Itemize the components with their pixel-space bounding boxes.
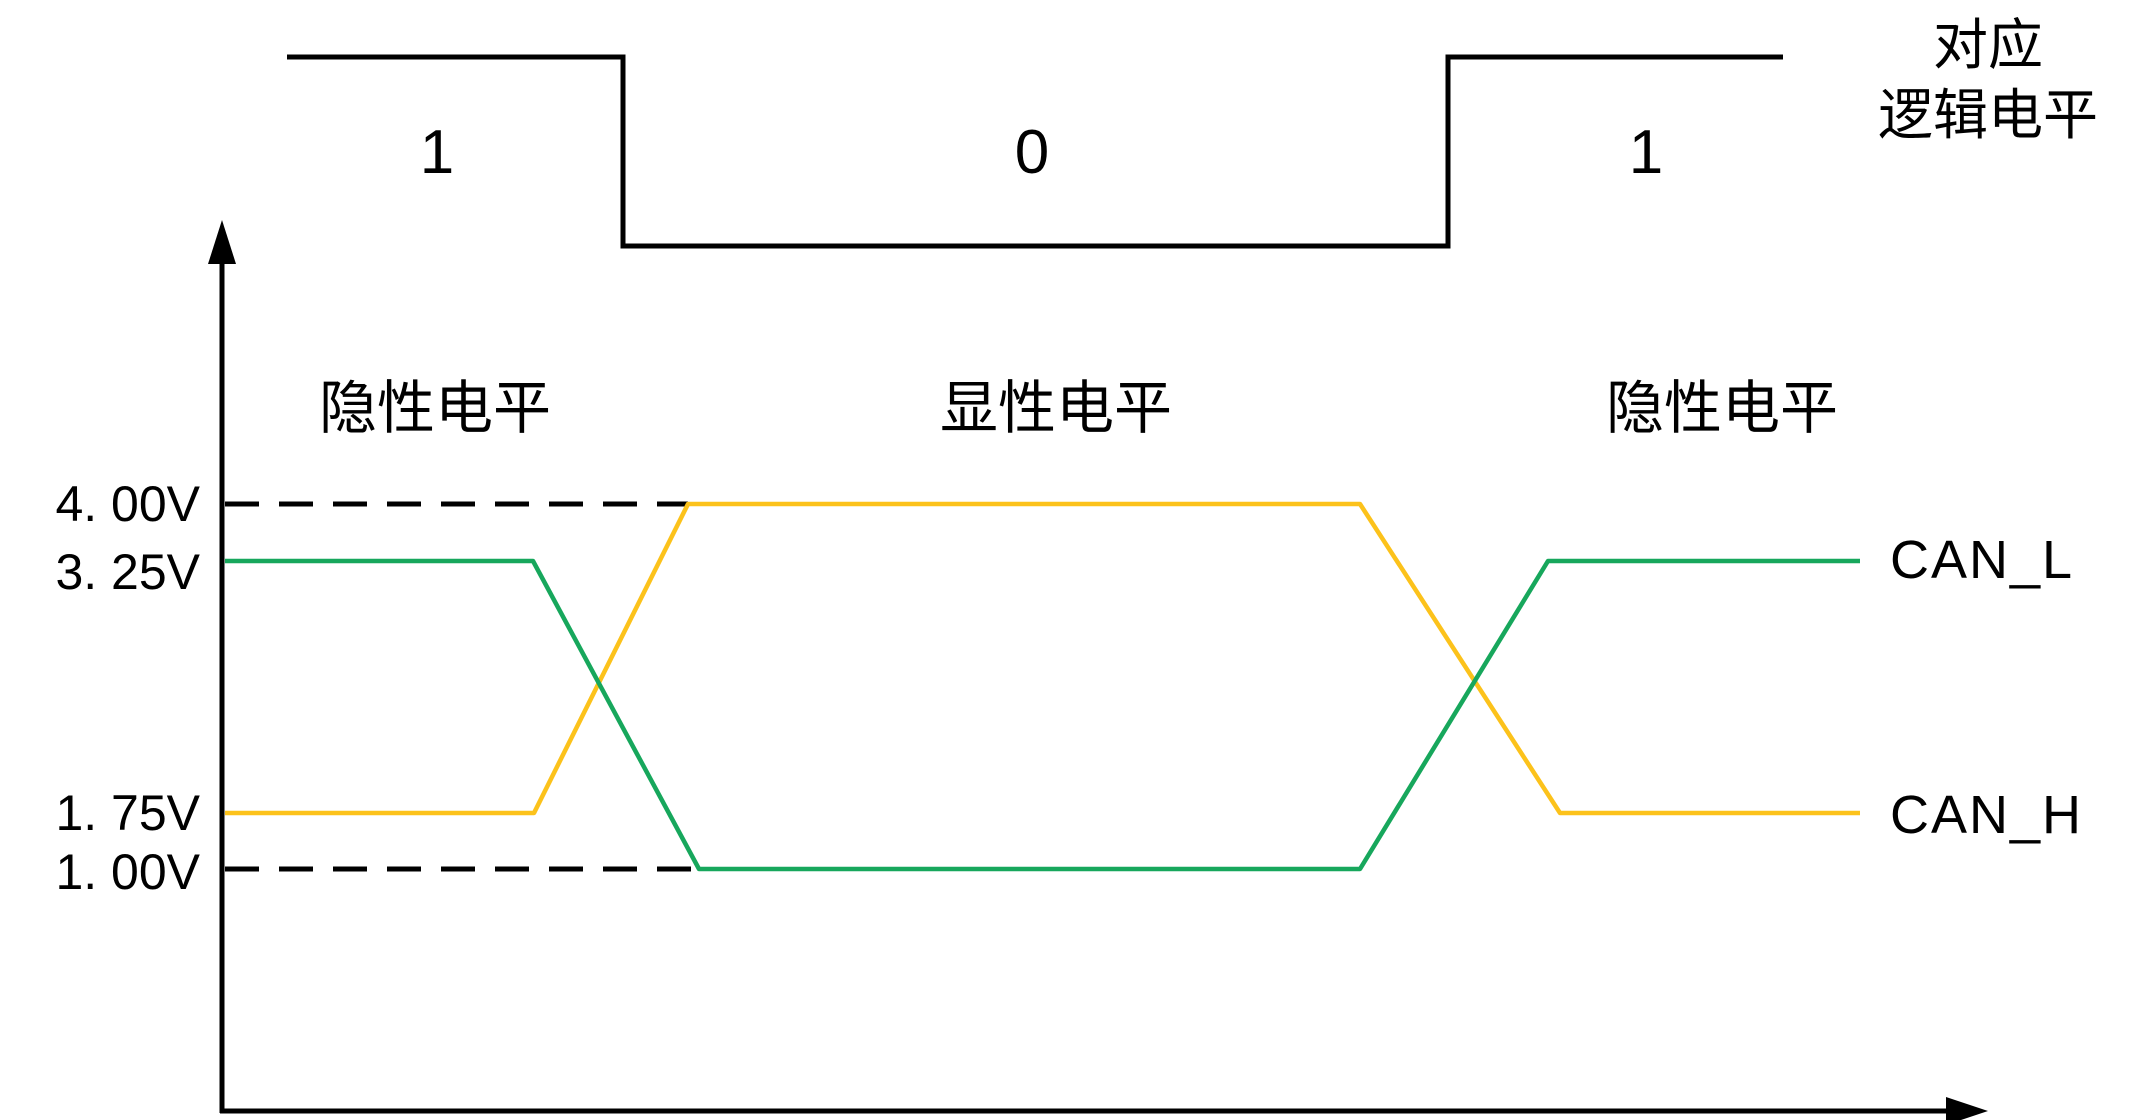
logic-caption-line1: 对应 <box>1933 14 2043 76</box>
voltage-label-3v25: 3. 25V <box>55 544 200 600</box>
voltage-label-1v: 1. 00V <box>55 844 200 900</box>
region-label-recessive-left: 隐性电平 <box>319 376 551 441</box>
can-h-waveform <box>225 501 1860 816</box>
voltage-label-1v75: 1. 75V <box>55 785 200 841</box>
can-h-label: CAN_H <box>1890 785 2083 845</box>
voltage-label-4v: 4. 00V <box>55 476 200 532</box>
can-l-waveform <box>225 558 1860 872</box>
logic-caption-line2: 逻辑电平 <box>1878 84 2098 146</box>
region-label-dominant: 显性电平 <box>940 376 1172 441</box>
logic-waveform-line <box>287 54 1783 249</box>
y-axis-arrow-icon <box>208 220 236 264</box>
bit-label-1a: 1 <box>420 118 454 187</box>
region-label-recessive-right: 隐性电平 <box>1606 376 1838 441</box>
bit-label-0: 0 <box>1015 118 1049 187</box>
x-axis-arrow-icon <box>1946 1097 1988 1120</box>
can-l-label: CAN_L <box>1890 530 2074 590</box>
bit-label-1b: 1 <box>1629 118 1663 187</box>
